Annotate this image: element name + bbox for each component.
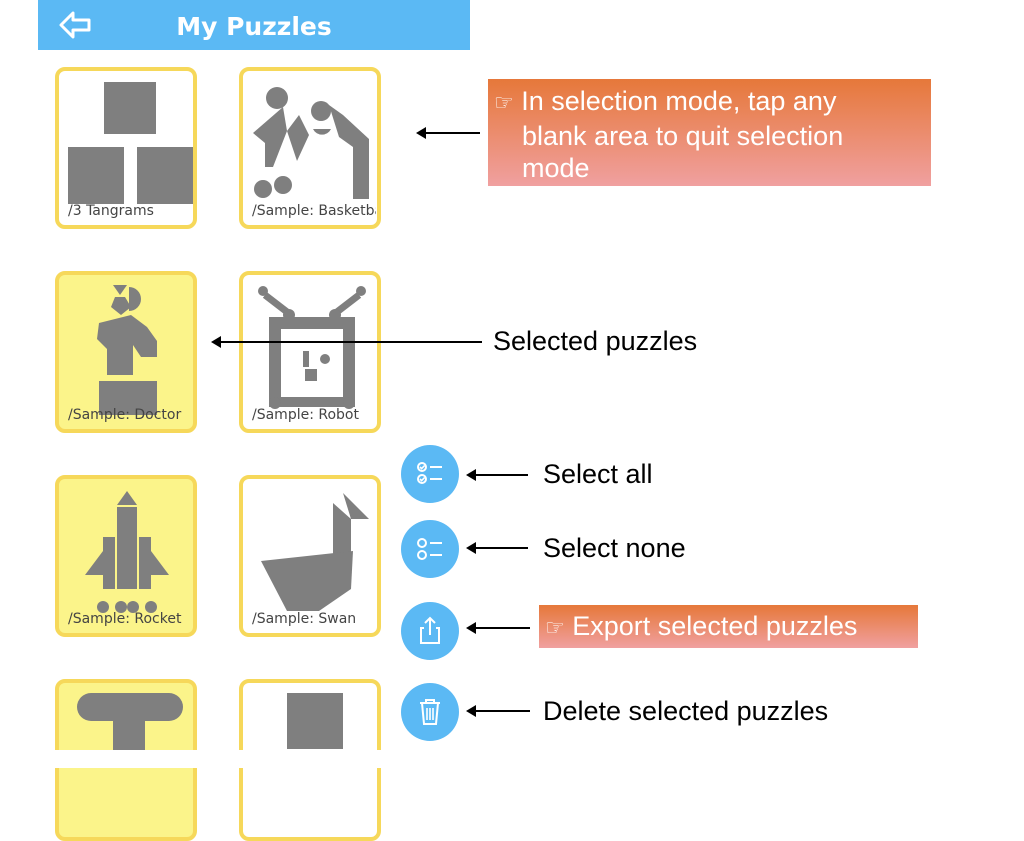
select-all-label: Select all [543,459,653,489]
annotation-arrow [466,705,530,717]
square-thumbnail [287,693,343,749]
puzzle-tile-basketball[interactable]: /Sample: Basketba [239,67,381,229]
callout-text-line2: blank area to quit selection [522,121,844,151]
delete-button[interactable] [401,683,459,741]
export-callout: ☞ Export selected puzzles [539,605,918,648]
share-export-icon [420,616,440,644]
puzzle-name: /Sample: Doctor [68,407,182,423]
export-button[interactable] [401,602,459,660]
puzzle-tile-doctor[interactable]: /Sample: Doctor [55,271,197,433]
puzzle-name: /3 Tangrams [68,203,154,219]
select-none-button[interactable] [401,520,459,578]
delete-selected-label: Delete selected puzzles [543,696,829,726]
checklist-checked-icon [417,462,442,484]
app-header: My Puzzles [38,0,470,50]
puzzle-tile-swan[interactable]: /Sample: Swan [239,475,381,637]
select-all-button[interactable] [401,445,459,503]
swan-thumbnail [261,493,369,611]
tangram-squares-thumbnail [68,82,193,204]
pointing-hand-icon: ☞ [545,616,565,641]
back-arrow-icon[interactable] [58,10,92,40]
rocket-thumbnail [85,491,169,613]
puzzle-tile-robot[interactable]: /Sample: Robot [239,271,381,433]
callout-text-line1: In selection mode, tap any [521,86,837,116]
annotation-arrow [466,622,530,634]
puzzle-name: /Sample: Swan [252,611,357,627]
quit-selection-callout: ☞ In selection mode, tap any blank area … [488,79,931,186]
annotation-arrow [416,127,480,139]
callout-text-line3: mode [522,153,590,183]
annotation-arrow [466,542,528,554]
puzzle-tile-3-tangrams[interactable]: /3 Tangrams [55,67,197,229]
puzzle-name: /Sample: Rocket [68,611,182,627]
selected-puzzles-label: Selected puzzles [493,326,698,356]
puzzle-tile-rocket[interactable]: /Sample: Rocket [55,475,197,637]
select-none-label: Select none [543,533,686,563]
pointing-hand-icon: ☞ [494,91,514,116]
puzzle-name: /Sample: Basketba [252,203,376,219]
doctor-figure-thumbnail [97,285,157,415]
list-bottom-mask [38,750,458,768]
annotation-arrow [211,336,482,348]
robot-face-thumbnail [258,286,366,409]
export-selected-label: Export selected puzzles [572,611,858,641]
checklist-empty-icon [417,538,442,560]
puzzle-name: /Sample: Robot [252,407,359,423]
page-title: My Puzzles [176,12,332,41]
basketball-player-thumbnail [253,87,369,199]
trash-icon [420,699,440,725]
annotation-arrow [466,469,528,481]
